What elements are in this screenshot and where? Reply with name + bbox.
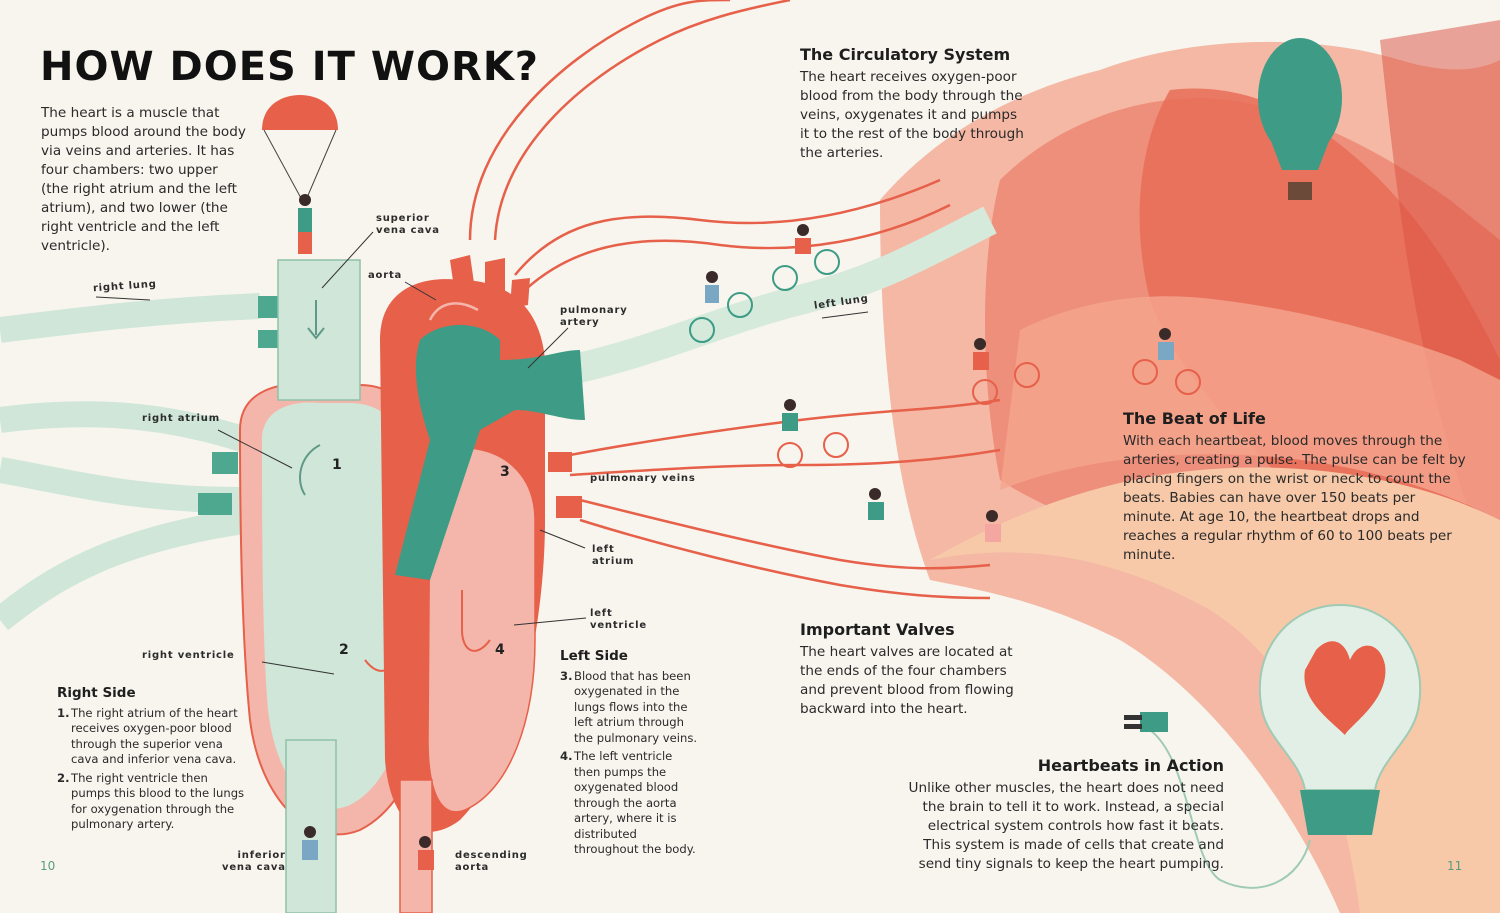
left-lung-vessels xyxy=(566,206,997,385)
chamber-number-3: 3 xyxy=(500,464,510,480)
beat-of-life-text: With each heartbeat, blood moves through… xyxy=(1123,433,1466,563)
riders xyxy=(302,224,1174,870)
label-right-atrium: right atrium xyxy=(142,413,220,424)
chamber-number-2: 2 xyxy=(339,642,349,658)
label-inferior-vena-cava: inferior vena cava xyxy=(222,850,286,873)
valves-section: Important Valves The heart valves are lo… xyxy=(800,620,1020,719)
hot-air-balloon xyxy=(1258,38,1342,200)
list-item: 4.The left ventricle then pumps the oxyg… xyxy=(560,749,696,856)
label-right-ventricle: right ventricle xyxy=(142,650,235,661)
left-side-heading: Left Side xyxy=(560,648,628,664)
page-title: HOW DOES IT WORK? xyxy=(40,44,540,90)
right-side-list: 1.The right atrium of the heart receives… xyxy=(57,706,247,833)
chamber-number-4: 4 xyxy=(495,642,505,658)
label-left-ventricle: left ventricle xyxy=(590,608,647,631)
label-descending-aorta: descending aorta xyxy=(455,850,528,873)
label-pulmonary-artery: pulmonary artery xyxy=(560,305,628,328)
action-text: Unlike other muscles, the heart does not… xyxy=(908,780,1224,872)
label-leader-lines xyxy=(95,231,869,675)
cyclists xyxy=(689,249,1201,468)
list-item: 3.Blood that has been oxygenated in the … xyxy=(560,668,698,745)
action-section: Heartbeats in Action Unlike other muscle… xyxy=(900,756,1224,874)
label-superior-vena-cava: superior vena cava xyxy=(376,213,440,236)
chamber-number-1: 1 xyxy=(332,457,342,473)
label-left-atrium: left atrium xyxy=(592,544,635,567)
list-item: 1.The right atrium of the heart receives… xyxy=(57,705,238,767)
circulatory-text: The heart receives oxygen-poor blood fro… xyxy=(800,69,1024,161)
beat-of-life-heading: The Beat of Life xyxy=(1123,409,1266,428)
label-pulmonary-veins: pulmonary veins xyxy=(590,473,696,484)
list-item: 2.The right ventricle then pumps this bl… xyxy=(57,770,245,832)
left-side-section: Left Side 3.Blood that has been oxygenat… xyxy=(560,648,698,861)
page-number-right: 11 xyxy=(1447,859,1463,873)
parachute-figure xyxy=(262,95,338,254)
circulatory-section: The Circulatory System The heart receive… xyxy=(800,45,1025,163)
beat-of-life-section: The Beat of Life With each heartbeat, bl… xyxy=(1123,409,1468,565)
page-number-left: 10 xyxy=(40,859,56,873)
left-side-list: 3.Blood that has been oxygenated in the … xyxy=(560,669,698,858)
circulatory-heading: The Circulatory System xyxy=(800,45,1011,64)
heart-diagram xyxy=(238,255,585,913)
valves-text: The heart valves are located at the ends… xyxy=(800,644,1014,717)
right-side-heading: Right Side xyxy=(57,685,136,701)
artery-paths xyxy=(468,0,1001,600)
right-side-section: Right Side 1.The right atrium of the hea… xyxy=(57,685,247,836)
action-heading: Heartbeats in Action xyxy=(1037,756,1224,775)
intro-text: The heart is a muscle that pumps blood a… xyxy=(41,105,246,254)
label-aorta: aorta xyxy=(368,270,403,281)
valves-heading: Important Valves xyxy=(800,620,955,639)
lightbulb-heart xyxy=(1124,603,1422,889)
